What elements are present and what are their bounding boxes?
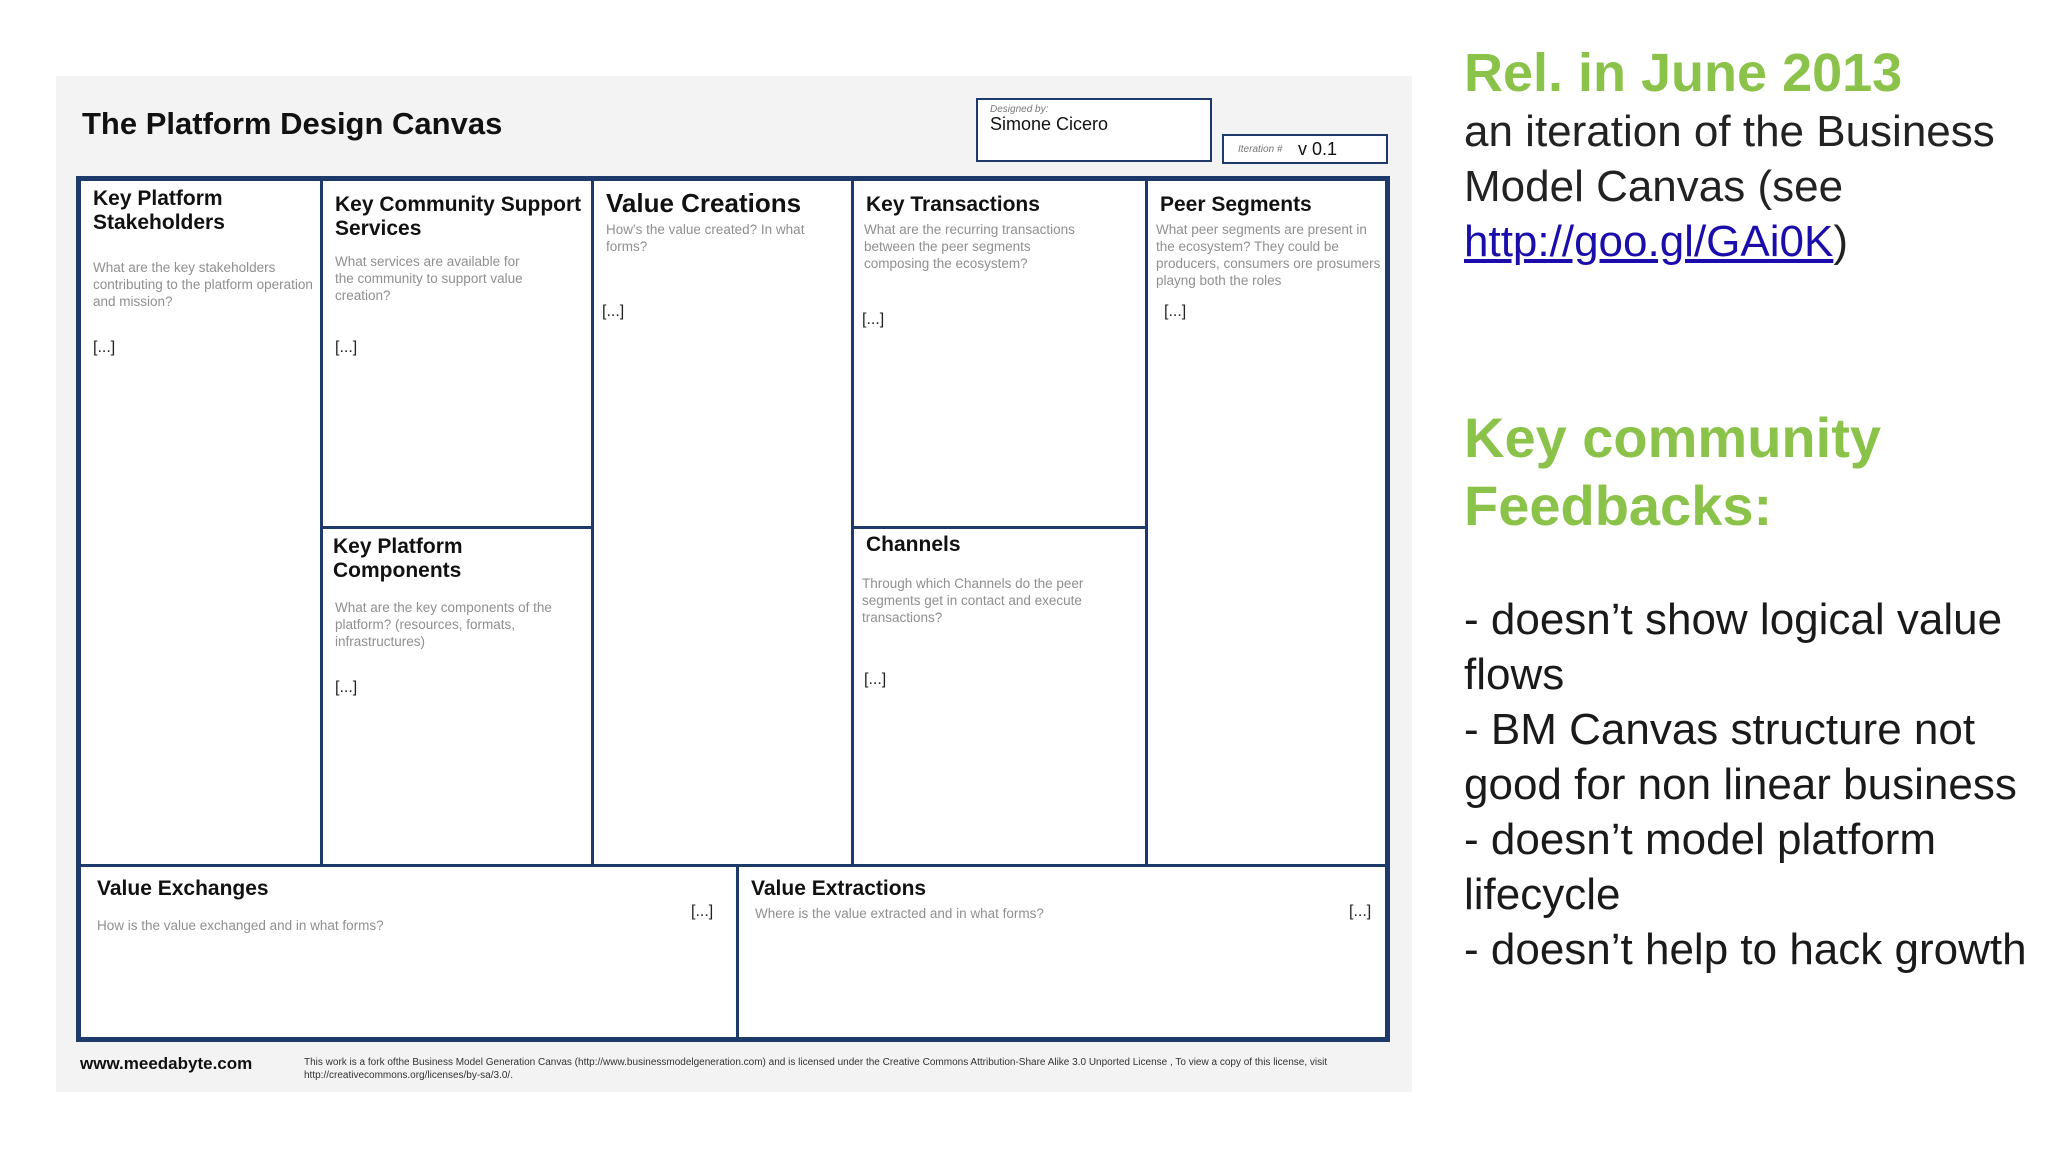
cell-placeholder: [...] xyxy=(864,671,887,688)
release-text: an iteration of the Business Model Canva… xyxy=(1464,104,2034,269)
cell-placeholder: [...] xyxy=(335,679,358,696)
cell-title: Value Creations xyxy=(606,188,802,218)
footer-url: www.meedabyte.com xyxy=(80,1054,253,1073)
cell-title: Channels xyxy=(866,533,961,556)
cell-placeholder: [...] xyxy=(93,339,116,356)
cell-peer-segments: Peer Segments What peer segments are pre… xyxy=(1148,181,1385,867)
feedback-item: - BM Canvas structure not good for non l… xyxy=(1464,705,2017,809)
cell-title: Value Exchanges xyxy=(97,877,269,900)
cell-placeholder: [...] xyxy=(602,303,625,320)
cell-placeholder: [...] xyxy=(335,339,358,356)
footer-license: This work is a fork ofthe Business Model… xyxy=(304,1057,1328,1081)
iteration-value: v 0.1 xyxy=(1298,139,1338,159)
cell-value-extractions: Value Extractions Where is the value ext… xyxy=(739,867,1385,1037)
cell-transactions: Key Transactions What are the recurring … xyxy=(854,181,1148,529)
iteration-label: Iteration # xyxy=(1238,144,1283,155)
cell-description: How's the value created? In what forms? xyxy=(606,222,805,254)
feedback-item: - doesn’t model platform lifecycle xyxy=(1464,815,1936,919)
iteration-box: Iteration # v 0.1 xyxy=(1222,134,1388,164)
cell-title: Key Community Support Services xyxy=(335,193,582,240)
release-heading: Rel. in June 2013 xyxy=(1464,43,1903,103)
cell-description: What services are available for the comm… xyxy=(335,254,523,303)
designed-by-box: Designed by: Simone Cicero xyxy=(976,98,1212,162)
feedback-heading: Key community Feedbacks: xyxy=(1464,406,1881,537)
cell-placeholder: [...] xyxy=(691,903,714,920)
cell-value-creations: Value Creations How's the value created?… xyxy=(594,181,854,867)
cell-description: Through which Channels do the peer segme… xyxy=(862,576,1084,625)
cell-title: Peer Segments xyxy=(1160,193,1312,216)
feedback-item: - doesn’t help to hack growth xyxy=(1464,925,2027,974)
cell-stakeholders: Key Platform Stakeholders What are the k… xyxy=(81,181,323,867)
cell-title: Key Platform Stakeholders xyxy=(93,187,225,234)
cell-title: Key Platform Components xyxy=(333,535,463,582)
feedback-item: - doesn’t show logical value flows xyxy=(1464,595,2003,699)
release-text-before: an iteration of the Business Model Canva… xyxy=(1464,107,1995,211)
release-text-after: ) xyxy=(1833,217,1848,266)
cell-placeholder: [...] xyxy=(1349,903,1372,920)
cell-placeholder: [...] xyxy=(1164,303,1187,320)
cell-title: Value Extractions xyxy=(751,877,927,900)
cell-components: Key Platform Components What are the key… xyxy=(323,529,594,867)
cell-description: What are the key components of the platf… xyxy=(335,600,552,649)
platform-design-canvas: The Platform Design Canvas Designed by: … xyxy=(56,76,1412,1092)
canvas-grid: Key Platform Stakeholders What are the k… xyxy=(76,176,1390,1042)
cell-support-services: Key Community Support Services What serv… xyxy=(323,181,594,529)
cell-description: What peer segments are present in the ec… xyxy=(1156,222,1381,288)
cell-description: What are the key stakeholders contributi… xyxy=(93,260,313,309)
canvas-title: The Platform Design Canvas xyxy=(82,106,503,141)
cell-channels: Channels Through which Channels do the p… xyxy=(854,529,1148,867)
cell-description: How is the value exchanged and in what f… xyxy=(97,918,384,933)
cell-placeholder: [...] xyxy=(862,311,885,328)
release-link[interactable]: http://goo.gl/GAi0K xyxy=(1464,217,1834,266)
designed-by-label: Designed by: xyxy=(990,104,1049,115)
cell-description: What are the recurring transactions betw… xyxy=(864,222,1075,271)
cell-title: Key Transactions xyxy=(866,193,1040,216)
cell-description: Where is the value extracted and in what… xyxy=(755,906,1044,921)
feedback-list: - doesn’t show logical value flows - BM … xyxy=(1464,592,2034,977)
designed-by-name: Simone Cicero xyxy=(990,114,1109,134)
cell-value-exchanges: Value Exchanges How is the value exchang… xyxy=(81,867,739,1037)
